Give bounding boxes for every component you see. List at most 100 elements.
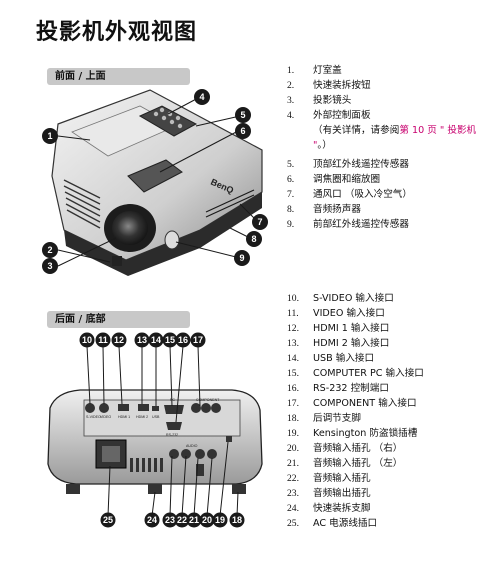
audio-in-r: [169, 449, 179, 459]
svg-text:20: 20: [202, 515, 212, 525]
audio-out: [207, 449, 217, 459]
page-link[interactable]: 第 10 页 " 投影机 ": [313, 125, 477, 151]
svg-text:15: 15: [165, 335, 175, 345]
callout-3: 3: [42, 258, 58, 274]
svg-text:6: 6: [240, 126, 245, 136]
port-usb: [152, 406, 159, 411]
list-item: 20.音频输入插孔 （右）: [287, 443, 403, 454]
audio-in-l: [181, 449, 191, 459]
callout-19: 19: [212, 512, 228, 528]
rear-adjuster-foot: [232, 484, 246, 494]
svg-text:24: 24: [147, 515, 157, 525]
callout-13: 13: [134, 332, 150, 348]
list-item: 19.Kensington 防盗锁插槽: [287, 428, 418, 439]
svg-text:USB: USB: [152, 415, 160, 419]
port-video: [99, 403, 109, 413]
list-item: 9.前部红外线遥控传感器: [287, 219, 409, 230]
callout-22: 22: [174, 512, 190, 528]
list-item: 3.投影镜头: [287, 95, 352, 106]
svg-text:AUDIO: AUDIO: [186, 444, 198, 448]
svg-text:HDMI 2: HDMI 2: [136, 415, 148, 419]
callout-16: 16: [175, 332, 191, 348]
callout-1: 1: [42, 128, 58, 144]
list-item: 14.USB 输入接口: [287, 353, 375, 364]
svg-text:S-VIDEO: S-VIDEO: [86, 415, 101, 419]
section-header-front: 前面 / 上面: [47, 68, 190, 85]
list-item: 25.AC 电源线插口: [287, 518, 378, 529]
port-pc: [164, 405, 184, 414]
front-parts-list: 1.灯室盖 2.快速装拆按钮 3.投影镜头 4.外部控制面板 （有关详情，请参阅…: [287, 63, 484, 232]
section-header-rear: 后面 / 底部: [47, 311, 190, 328]
list-item: 6.调焦圈和缩放圈: [287, 174, 381, 185]
callout-5: 5: [235, 107, 251, 123]
svg-text:19: 19: [215, 515, 225, 525]
list-item: 10.S-VIDEO 输入接口: [287, 293, 394, 304]
callout-8: 8: [246, 231, 262, 247]
list-item: 1.灯室盖: [287, 65, 342, 76]
svg-text:RS-232: RS-232: [166, 433, 178, 437]
list-item: 12.HDMI 1 输入接口: [287, 323, 390, 334]
svg-text:3: 3: [47, 261, 52, 271]
callout-18: 18: [229, 512, 245, 528]
port-rs232: [166, 422, 182, 430]
list-item: 15.COMPUTER PC 输入接口: [287, 368, 424, 379]
list-item: 16.RS-232 控制端口: [287, 383, 389, 394]
callout-17: 17: [190, 332, 206, 348]
list-item: 24.快速装拆支脚: [287, 503, 371, 514]
callout-6: 6: [235, 123, 251, 139]
front-vent: [63, 179, 101, 229]
page-title: 投影机外观视图: [36, 20, 198, 45]
callout-12: 12: [111, 332, 127, 348]
callout-11: 11: [95, 332, 111, 348]
svg-text:16: 16: [178, 335, 188, 345]
svg-text:10: 10: [82, 335, 92, 345]
port-svideo: [85, 403, 95, 413]
svg-text:22: 22: [177, 515, 187, 525]
list-item: 18.后调节支脚: [287, 413, 361, 424]
svg-text:13: 13: [137, 335, 147, 345]
svg-text:VIDEO: VIDEO: [100, 415, 111, 419]
svg-text:5: 5: [240, 110, 245, 120]
list-item: 5.顶部红外线遥控传感器: [287, 159, 409, 170]
list-item: 21.音频输入插孔 （左）: [287, 458, 403, 469]
port-component-1: [191, 403, 201, 413]
svg-text:PC: PC: [170, 398, 175, 402]
list-item-note: （有关详情，请参阅第 10 页 " 投影机 "。）: [313, 125, 477, 151]
list-item: 17.COMPONENT 输入接口: [287, 398, 417, 409]
list-item: 4.外部控制面板: [287, 110, 371, 121]
port-hdmi2: [138, 404, 149, 411]
callout-2: 2: [42, 242, 58, 258]
callout-20: 20: [199, 512, 215, 528]
svg-text:8: 8: [251, 234, 256, 244]
quick-release-foot: [148, 484, 162, 494]
svg-text:21: 21: [189, 515, 199, 525]
svg-text:25: 25: [103, 515, 113, 525]
list-item: 13.HDMI 2 输入接口: [287, 338, 390, 349]
svg-text:4: 4: [199, 92, 204, 102]
callout-7: 7: [252, 214, 268, 230]
kensington-slot: [226, 436, 232, 442]
svg-text:2: 2: [47, 245, 52, 255]
svg-text:11: 11: [98, 335, 108, 345]
svg-text:9: 9: [239, 253, 244, 263]
projector-front-illustration: BenQ 1 2 3 4 5 6 7 8 9: [42, 89, 268, 276]
callout-21: 21: [186, 512, 202, 528]
svg-text:HDMI 1: HDMI 1: [118, 415, 130, 419]
svg-text:17: 17: [193, 335, 203, 345]
callout-25: 25: [100, 512, 116, 528]
svg-text:1: 1: [47, 131, 52, 141]
svg-text:12: 12: [114, 335, 124, 345]
svg-text:23: 23: [165, 515, 175, 525]
svg-text:18: 18: [232, 515, 242, 525]
list-item: 7.通风口 （吸入冷空气）: [287, 189, 412, 200]
list-item: 11.VIDEO 输入接口: [287, 308, 385, 319]
front-ir-sensor: [164, 230, 180, 250]
callout-15: 15: [162, 332, 178, 348]
projector-base: [64, 192, 262, 276]
rear-vent: [130, 458, 163, 472]
list-item: 2.快速装拆按钮: [287, 80, 371, 91]
projection-lens: [112, 211, 148, 245]
list-item: 22.音频输入插孔: [287, 473, 371, 484]
callout-14: 14: [148, 332, 164, 348]
callout-9: 9: [234, 250, 250, 266]
